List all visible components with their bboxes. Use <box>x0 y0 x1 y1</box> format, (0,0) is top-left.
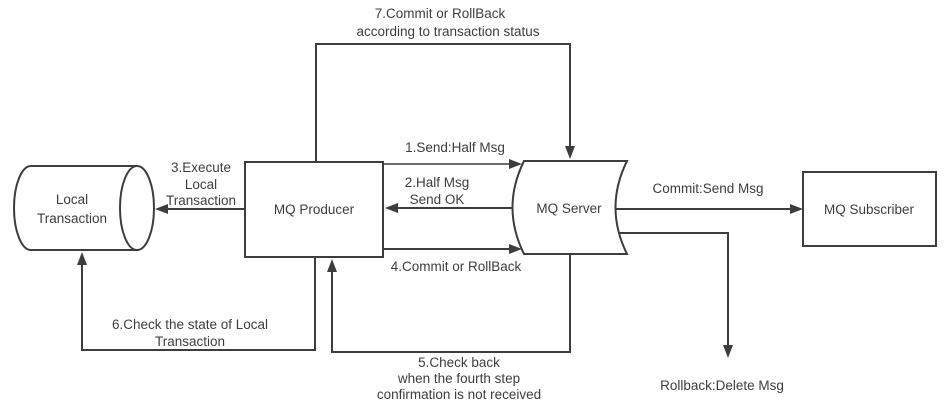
edge-check-local-state-arrowhead <box>77 252 87 265</box>
edge-rollback-delete-msg <box>619 232 729 345</box>
edge-rollback-delete-msg-arrowhead <box>723 345 733 358</box>
edge-check-local-state <box>81 257 316 351</box>
edge-check-back <box>331 255 571 353</box>
edge-execute-local-transaction-label-line-3: Transaction <box>166 193 236 208</box>
edge-commit-rollback-by-status <box>315 43 571 161</box>
local-transaction-label-line-2: Transaction <box>37 211 107 226</box>
local-transaction-node: Local Transaction <box>13 165 155 251</box>
edge-commit-rollback-by-status-label-line-2: according to transaction status <box>356 24 539 39</box>
edge-execute-local-transaction-label-line-2: Local <box>185 177 217 192</box>
local-transaction-cylinder-body <box>13 165 138 251</box>
edge-check-back-arrowhead <box>327 259 337 272</box>
mq-server-label: MQ Server <box>536 201 602 216</box>
edge-commit-or-rollback-label: 4.Commit or RollBack <box>391 259 522 274</box>
edge-half-msg-send-ok-arrowhead <box>385 203 398 213</box>
edge-check-back-label-line-3: confirmation is not received <box>377 387 541 402</box>
mq-subscriber-node: MQ Subscriber <box>802 171 937 247</box>
mq-producer-box <box>244 161 384 258</box>
local-transaction-label-line-1: Local <box>56 192 88 207</box>
edge-execute-local-transaction-arrowhead <box>155 204 168 214</box>
edge-commit-or-rollback-arrowhead <box>509 244 522 254</box>
edge-check-back-label-line-1: 5.Check back <box>418 355 500 370</box>
edge-commit-send-msg-arrowhead <box>790 204 803 214</box>
mq-subscriber-box <box>802 171 937 247</box>
edge-half-msg-send-ok-label-line-1: 2.Half Msg <box>405 175 470 190</box>
edge-send-half-msg-arrowhead <box>509 159 522 169</box>
edge-half-msg-send-ok-label-line-2: Send OK <box>410 192 465 207</box>
edge-rollback-delete-msg-label: Rollback:Delete Msg <box>660 378 784 393</box>
mq-producer-node: MQ Producer <box>244 161 384 258</box>
edge-commit-rollback-by-status-arrowhead <box>565 146 575 159</box>
local-transaction-cylinder-cap <box>119 165 155 251</box>
edge-commit-send-msg-label: Commit:Send Msg <box>652 181 763 196</box>
edge-commit-rollback-by-status-label-line-1: 7.Commit or RollBack <box>375 6 506 21</box>
mq-server-shape <box>511 160 629 255</box>
edge-execute-local-transaction-label-line-1: 3.Execute <box>171 160 231 175</box>
mq-producer-label: MQ Producer <box>274 202 355 217</box>
mq-server-node: MQ Server <box>511 160 629 255</box>
mq-subscriber-label: MQ Subscriber <box>824 202 915 217</box>
edge-check-back-label-line-2: when the fourth step <box>397 371 520 386</box>
edge-check-local-state-label-line-2: Transaction <box>155 334 225 349</box>
edge-send-half-msg-label: 1.Send:Half Msg <box>405 140 505 155</box>
edge-check-local-state-label-line-1: 6.Check the state of Local <box>112 317 268 332</box>
